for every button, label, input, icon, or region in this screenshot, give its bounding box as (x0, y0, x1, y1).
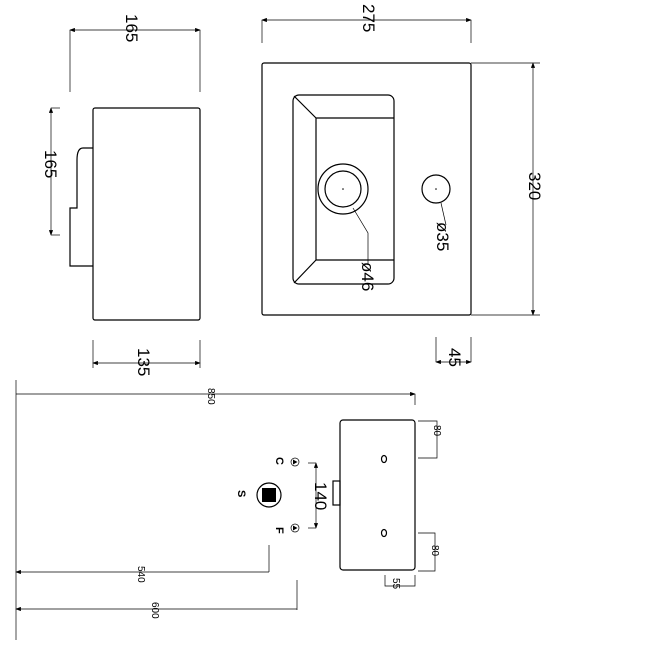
waste-square-icon (262, 488, 276, 502)
dim-label: 850 (205, 388, 216, 405)
basin-elevation (339, 419, 416, 571)
bowl-outline (292, 94, 395, 285)
dim-supply-spacing: 140 (308, 462, 330, 529)
dim-top-depth: 320 (525, 62, 544, 316)
dim-supply-height: 600 (15, 580, 298, 619)
drain-inner-circle (324, 170, 362, 208)
waste-outlet (332, 480, 341, 506)
dim-label: ø46 (358, 262, 377, 291)
dim-side-top: 165 (69, 14, 201, 92)
dim-overall-height: 850 (16, 388, 416, 405)
waste-point: S (235, 482, 282, 508)
drain-outer-circle (317, 163, 369, 215)
dim-hole-bottom: 80 (418, 532, 440, 572)
cold-supply: C (273, 457, 300, 467)
dim-waste-height: 540 (15, 545, 270, 583)
dim-side-bottom: 135 (92, 340, 201, 376)
fixing-hole (380, 454, 388, 464)
side-view-body (92, 107, 201, 321)
cold-label: C (273, 457, 285, 465)
dim-label: 140 (311, 482, 330, 510)
dim-label: 540 (135, 566, 146, 583)
supply-arrow-icon (293, 459, 298, 465)
dim-label: 80 (431, 425, 442, 437)
waste-label: S (235, 490, 247, 497)
dim-label: 320 (525, 172, 544, 200)
dim-label: 135 (134, 348, 153, 376)
dim-side-left: 165 (41, 107, 60, 236)
dim-label: 80 (429, 545, 440, 557)
dim-label: 600 (149, 602, 160, 619)
installation-plan: 850 80 80 55 C F S (15, 380, 442, 640)
dim-label: ø35 (433, 222, 452, 251)
feed-label: F (273, 527, 285, 534)
dim-label: 165 (41, 150, 60, 178)
dim-label: 45 (445, 348, 464, 367)
dim-label: 275 (359, 4, 378, 32)
dim-top-width: 275 (261, 4, 472, 43)
feed-supply: F (273, 523, 300, 534)
dim-label: 165 (122, 14, 141, 42)
side-view: 165 165 135 (41, 14, 201, 376)
tap-hole (421, 174, 451, 204)
top-view: ø46 ø35 275 320 45 (261, 4, 544, 367)
supply-arrow-icon (293, 525, 298, 531)
side-view-bracket (69, 147, 93, 267)
dim-hole-side: 55 (384, 575, 416, 590)
dim-label: 55 (390, 578, 401, 590)
basin-outline (261, 62, 472, 316)
dim-tap-offset: 45 (435, 337, 472, 367)
dim-hole-top: 80 (418, 420, 442, 459)
fixing-hole (380, 528, 388, 538)
